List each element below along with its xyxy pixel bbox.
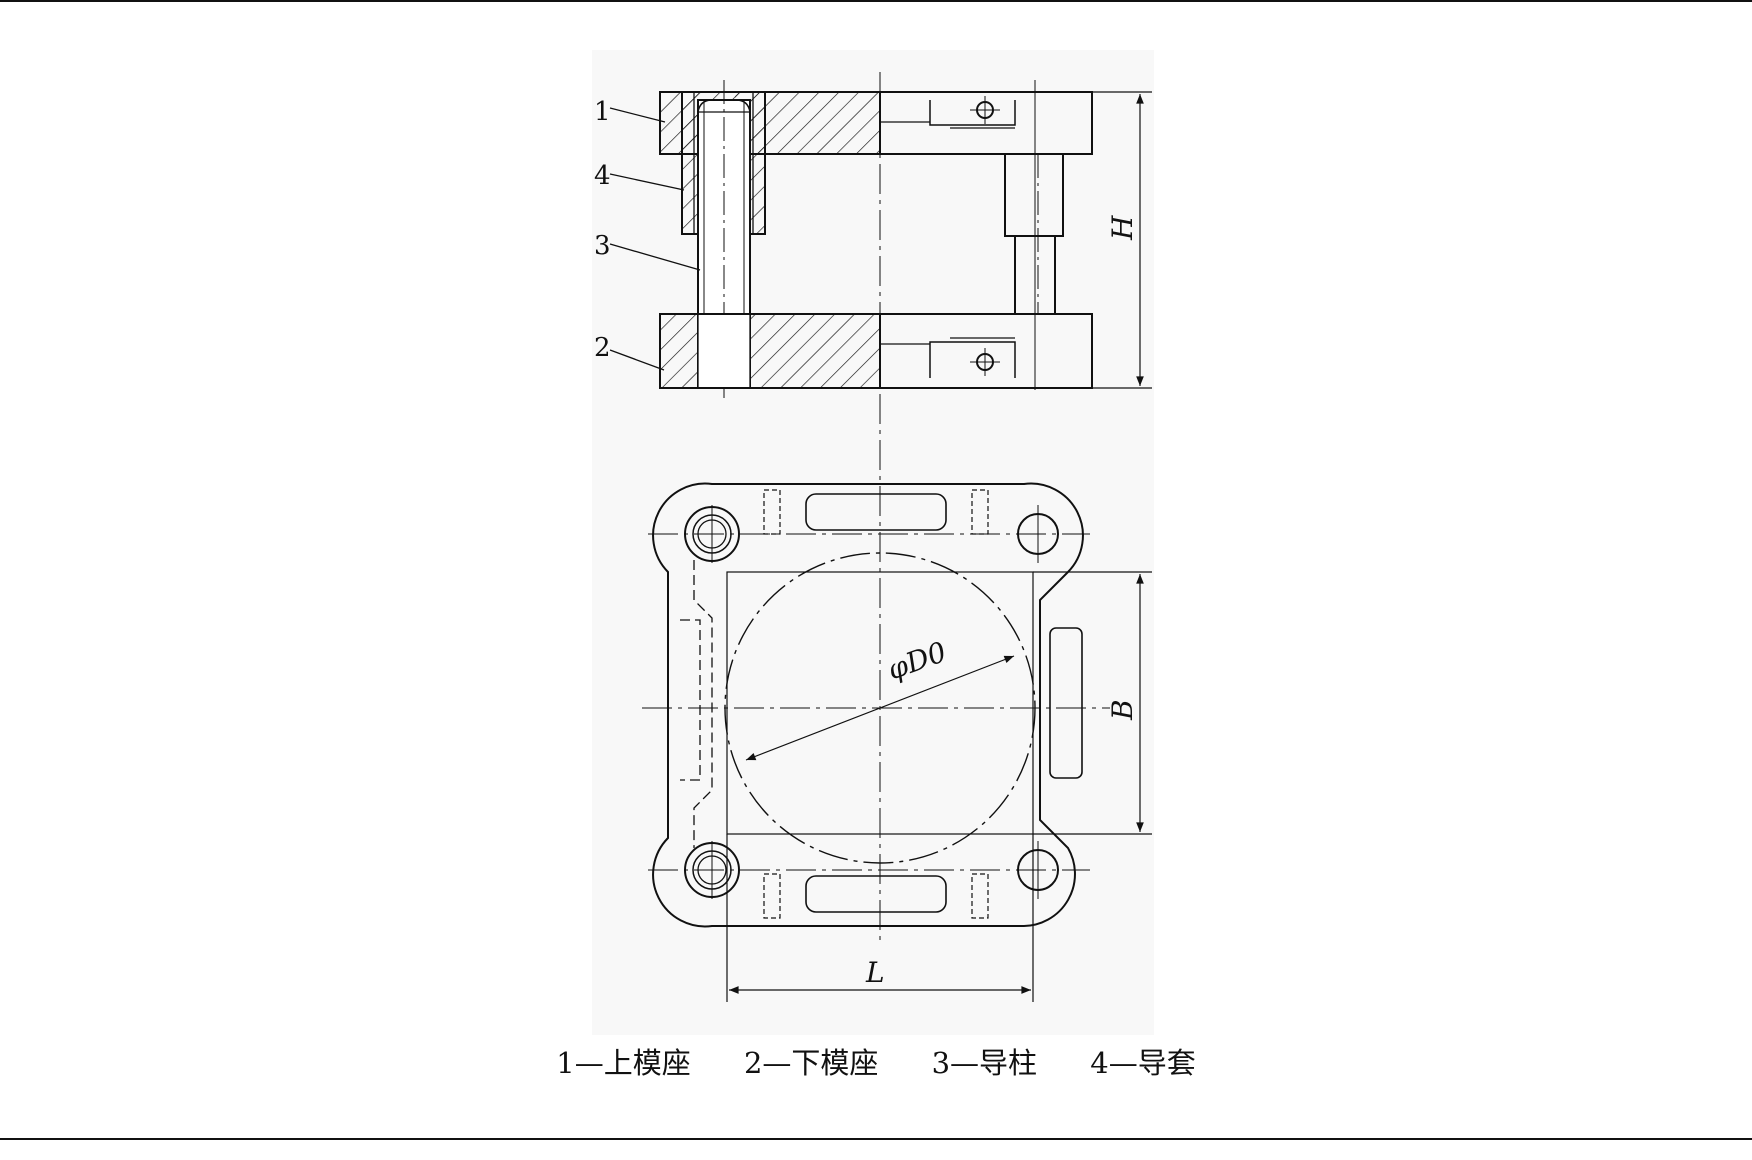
caption-item-3: 3—导柱 — [931, 1046, 1038, 1080]
label-part-2: 2 — [594, 333, 611, 363]
part-leaders — [609, 107, 701, 371]
screw-holes — [763, 489, 989, 919]
bottom-rule — [0, 1138, 1752, 1140]
pocket-top — [805, 493, 947, 531]
label-dim-B: B — [1106, 699, 1139, 721]
hidden-rib-left — [693, 560, 713, 848]
label-part-3: 3 — [594, 231, 611, 261]
scan-background — [592, 50, 1154, 1035]
pocket-bottom — [805, 875, 947, 913]
lower-die-seat — [659, 313, 1093, 389]
label-part-1: 1 — [594, 97, 611, 127]
front-view — [609, 80, 1152, 398]
dimension-D0 — [745, 655, 1015, 761]
plan-outline — [652, 482, 1084, 928]
dimension-L — [726, 834, 1034, 1002]
right-guide-assembly — [1004, 153, 1064, 315]
pocket-right — [1049, 627, 1083, 779]
caption-item-2: 2—下模座 — [743, 1046, 879, 1080]
label-dim-L: L — [865, 956, 885, 989]
caption-item-4: 4—导套 — [1090, 1046, 1196, 1080]
label-dim-H: H — [1106, 215, 1139, 241]
dimension-H — [1092, 91, 1152, 389]
working-area — [726, 571, 1034, 835]
caption-item-1: 1—上模座 — [556, 1046, 691, 1080]
figure-caption: 1—上模座 2—下模座 3—导柱 4—导套 — [0, 1040, 1752, 1082]
label-part-4: 4 — [594, 161, 611, 191]
top-view — [642, 482, 1152, 1002]
dimension-B — [1033, 571, 1152, 835]
top-rule — [0, 0, 1752, 2]
